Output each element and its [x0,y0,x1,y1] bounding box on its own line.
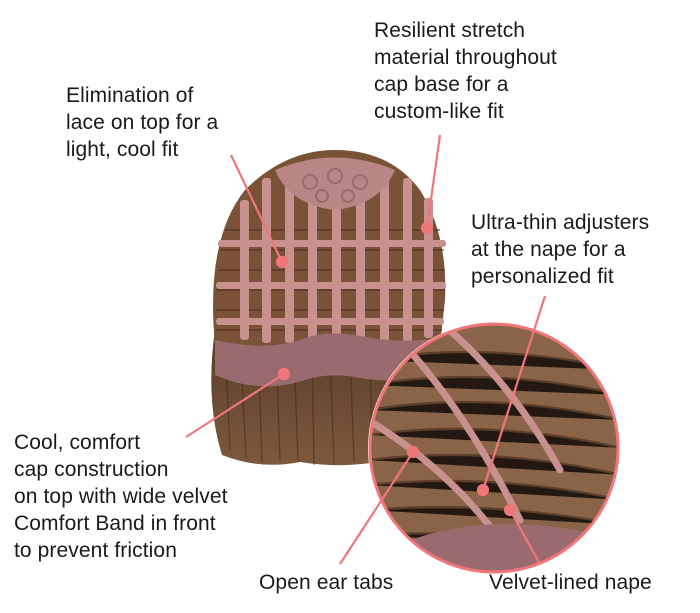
callout-dot-velvet [503,503,517,517]
callout-lines [185,134,547,565]
annotation-open-ear-tabs: Open ear tabs [259,571,394,594]
callout-dot-resilient [420,221,434,235]
callout-dot-elimination [275,255,289,269]
annotation-velvet-lined-nape: Velvet-lined nape [489,571,652,594]
callout-dot-ear [406,445,420,459]
annotation-ultra-thin-adjusters: Ultra-thin adjusters at the nape for a p… [471,211,650,288]
annotation-cool-comfort-cap: Cool, comfort cap construction on top wi… [14,431,228,562]
wig-cap [213,150,446,387]
callout-dot-cool [277,367,291,381]
annotation-resilient-stretch: Resilient stretch material throughout ca… [374,19,557,123]
callout-dot-ultrathin [476,483,490,497]
annotation-elimination-of-lace: Elimination of lace on top for a light, … [66,84,219,161]
